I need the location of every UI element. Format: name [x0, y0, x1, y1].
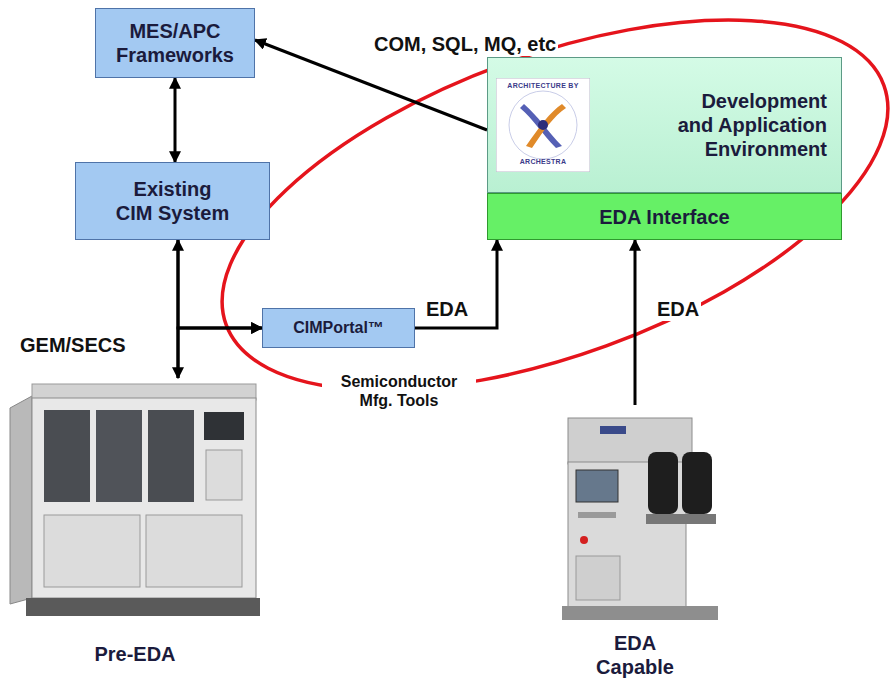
connector-label: COM, SQL, MQ, etc — [372, 32, 558, 56]
connector-arrow — [178, 240, 262, 328]
framework-box: MES/APC Frameworks — [95, 8, 255, 78]
node-text: EDA Capable — [585, 631, 685, 679]
connector-label: EDA — [424, 297, 470, 321]
node-text: Existing CIM System — [114, 177, 231, 225]
highlight-ellipse — [175, 0, 892, 466]
connector-arrow — [634, 240, 637, 405]
eda-capable-tool-picture — [562, 418, 718, 620]
connector-arrow — [415, 240, 497, 328]
pre-eda-tool-picture — [10, 384, 260, 616]
portal-box: CIMPortal™ — [262, 308, 415, 348]
connector-arrow — [174, 78, 177, 162]
connector-label: EDA — [655, 297, 701, 321]
logo-picture — [496, 78, 590, 172]
tool-node: EDA Capable — [545, 405, 725, 685]
node-text: Development and Application Environment — [667, 89, 827, 161]
node-text: CIMPortal™ — [293, 318, 384, 337]
archestra-logo: ARCHITECTURE BY ARCHESTRA — [496, 78, 590, 172]
logo-text: ARCHITECTURE BY — [496, 82, 590, 89]
node-text: Pre-EDA — [94, 642, 175, 666]
connector-arrow — [178, 328, 262, 378]
node-text: MES/APC Frameworks — [105, 19, 245, 67]
cim-system-box: Existing CIM System — [75, 162, 270, 240]
node-text: EDA Interface — [599, 205, 729, 229]
logo-text: ARCHESTRA — [496, 158, 590, 165]
connector-label: GEM/SECS — [18, 333, 128, 357]
interface-band: EDA Interface — [487, 193, 842, 240]
group-caption: Semiconductor Mfg. Tools — [322, 372, 476, 410]
tool-node: Pre-EDA — [5, 378, 265, 674]
